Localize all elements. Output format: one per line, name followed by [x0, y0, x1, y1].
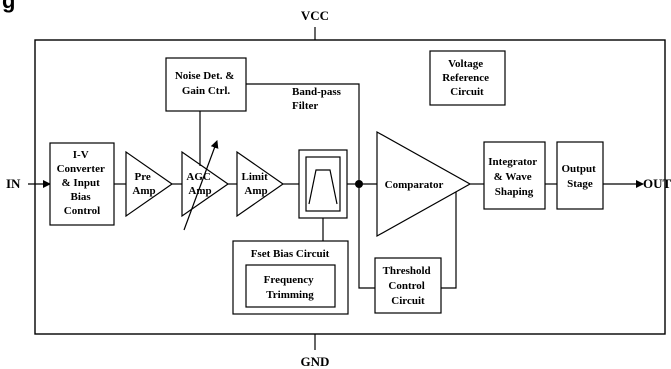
- iv-converter-block: [49, 142, 115, 226]
- noise-det-label: Noise Det. & Gain Ctrl.: [175, 70, 237, 97]
- comparator-label: Comparator: [385, 179, 444, 191]
- wire-node-threshold: [358, 184, 375, 289]
- pre-amp-label: Pre Amp: [132, 171, 155, 197]
- limit-amp-triangle: [236, 150, 285, 218]
- out-label: OUT: [643, 176, 671, 191]
- output-stage-block: [556, 141, 604, 210]
- bandpass-filter-label: Band-pass Filter: [292, 86, 344, 112]
- integrator-label: Integrator & Wave Shaping: [488, 156, 539, 198]
- filter-symbol-frame: [305, 156, 341, 212]
- threshold-label: Threshold Control Circuit: [383, 265, 434, 307]
- pre-amp-triangle: [125, 150, 174, 218]
- agc-gain-arrow: [183, 140, 219, 231]
- freq-trimming-label: Frequency Trimming: [264, 274, 317, 301]
- threshold-block: [374, 257, 442, 314]
- integrator-block: [483, 141, 546, 210]
- fset-bias-label: Fset Bias Circuit: [251, 248, 330, 260]
- limit-amp-label: Limit Amp: [241, 171, 270, 197]
- in-label: IN: [6, 176, 21, 191]
- iv-converter-label: I-V Converter & Input Bias Control: [57, 149, 108, 217]
- wire-threshold-comparator: [441, 192, 457, 289]
- voltage-ref-block: [429, 50, 506, 106]
- bandpass-response-icon: [308, 169, 338, 205]
- heading-fragment: g: [2, 0, 15, 13]
- chip-outline: [34, 39, 666, 335]
- vcc-label: VCC: [301, 8, 329, 23]
- wire-node-noise: [246, 83, 360, 184]
- output-stage-label: Output Stage: [562, 163, 599, 190]
- gnd-label: GND: [301, 354, 330, 369]
- freq-trimming-block: [245, 264, 336, 308]
- comparator-triangle: [376, 130, 472, 238]
- agc-amp-triangle: [181, 150, 230, 218]
- voltage-ref-label: Voltage Reference Circuit: [442, 58, 492, 98]
